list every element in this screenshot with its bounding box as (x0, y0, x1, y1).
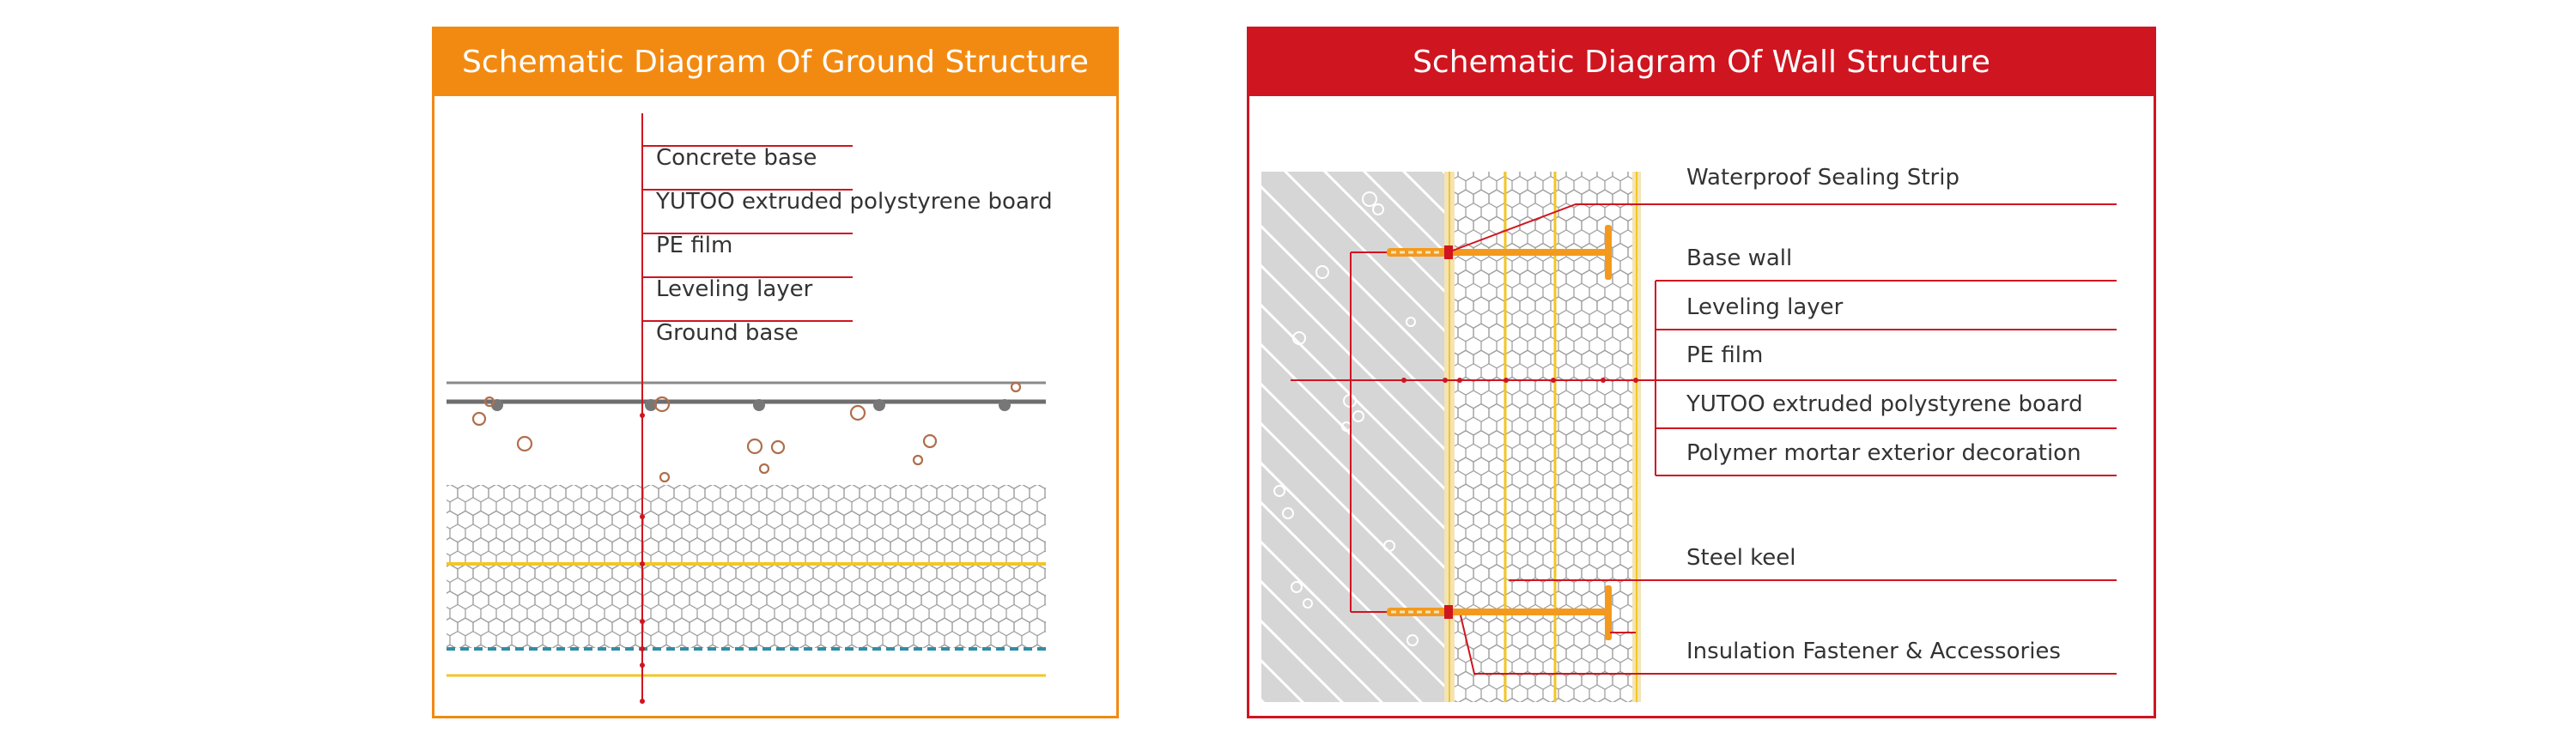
gravel-circles (471, 381, 1022, 483)
aggregate-dots (491, 399, 1011, 411)
fastener-bottom (1387, 585, 1612, 640)
xps-board-layer (447, 485, 1046, 648)
wall-label-xps-board: YUTOO extruded polystyrene board (1686, 391, 2083, 417)
wall-label-leveling-layer: Leveling layer (1686, 294, 1844, 320)
wall-structure-diagram: Waterproof Sealing Strip Base wall Level… (1261, 165, 2117, 702)
ground-label-leveling-layer: Leveling layer (656, 276, 813, 302)
fastener-top (1387, 225, 1612, 280)
ground-label-pe-film: PE film (656, 233, 732, 258)
wall-label-polymer-mortar: Polymer mortar exterior decoration (1686, 440, 2081, 466)
ground-label-concrete-base: Concrete base (656, 145, 817, 171)
ground-panel-title: Schematic Diagram Of Ground Structure (434, 29, 1116, 96)
ground-label-ground-base: Ground base (656, 320, 799, 346)
wall-label-waterproof-sealing-strip: Waterproof Sealing Strip (1686, 165, 1959, 191)
wall-label-pe-film: PE film (1686, 342, 1763, 368)
ground-layer-stack (447, 381, 1046, 677)
ground-label-xps-board: YUTOO extruded polystyrene board (655, 189, 1053, 215)
wall-leader-lines (1291, 203, 2117, 675)
ground-structure-panel: Schematic Diagram Of Ground Structure (432, 27, 1119, 718)
wall-structure-panel: Schematic Diagram Of Wall Structure (1247, 27, 2156, 718)
wall-panel-title: Schematic Diagram Of Wall Structure (1249, 29, 2154, 96)
wall-label-base-wall: Base wall (1686, 245, 1792, 271)
wall-label-steel-keel: Steel keel (1686, 545, 1796, 571)
wall-label-insulation-fastener: Insulation Fastener & Accessories (1686, 639, 2061, 664)
ground-leader-lines (640, 113, 853, 704)
ground-structure-diagram: Concrete base YUTOO extruded polystyrene… (447, 113, 1053, 704)
